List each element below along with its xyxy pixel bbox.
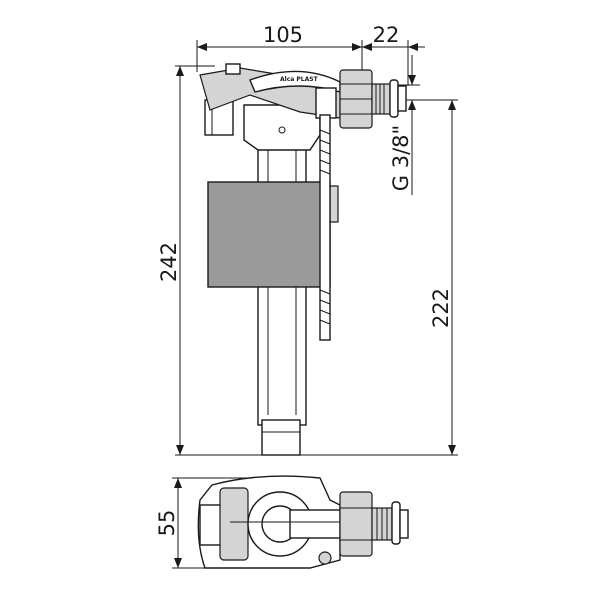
valve-top-view — [197, 475, 409, 569]
valve-side-view: Alca PLAST — [199, 63, 407, 456]
thread-size-label: G 3/8" — [389, 125, 413, 191]
brand-logo: Alca PLAST — [280, 76, 319, 83]
dimension-105: 105 — [263, 23, 303, 47]
dimension-242: 242 — [157, 242, 181, 282]
dimension-55: 55 — [155, 510, 179, 537]
dimension-222: 222 — [429, 288, 453, 328]
dimension-22: 22 — [373, 23, 400, 47]
dimension-lines — [172, 40, 458, 569]
